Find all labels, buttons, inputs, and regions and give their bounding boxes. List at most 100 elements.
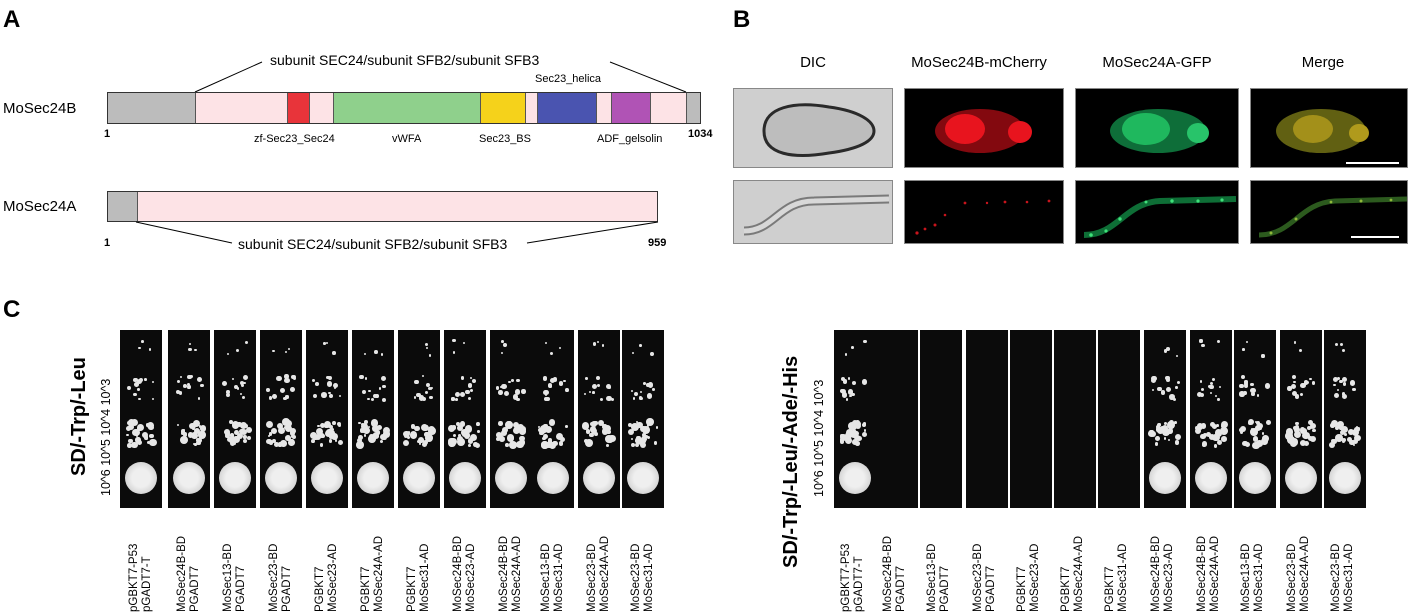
colony-spot (239, 380, 244, 385)
colony-spot (1261, 432, 1265, 435)
bd-construct-label: PGBKT7 (360, 566, 372, 612)
colony-spot (188, 342, 191, 345)
colony-spot (199, 425, 207, 432)
ad-construct-label: MoSec23-AD (1029, 543, 1041, 612)
colony-spot (376, 424, 383, 430)
colony-spot (328, 435, 333, 440)
colony-spot (137, 387, 141, 391)
colony-spot (383, 430, 391, 438)
colony-spot (242, 375, 249, 381)
colony-spot (1216, 424, 1220, 427)
colony-spot (499, 436, 505, 442)
colony-spot (1174, 440, 1180, 445)
ad-construct-label: MoSec31-AD (1253, 543, 1265, 612)
colony-spot (333, 387, 337, 390)
colony-spot (851, 392, 855, 396)
colony-spot (597, 419, 604, 426)
colony-spot (852, 380, 857, 385)
colony-spot (647, 393, 653, 399)
mosec24b-name: MoSec24B (3, 100, 77, 117)
colony-spot (850, 345, 854, 349)
left-plate-dilution-label: 10^6 10^5 10^4 10^3 (99, 378, 113, 496)
colony-spot (452, 351, 456, 354)
colony-spot (126, 385, 132, 391)
bd-construct-label: MoSec13-BD (1240, 543, 1252, 612)
colony-spot (627, 462, 659, 494)
colony-spot (641, 432, 647, 438)
colony-spot (469, 376, 473, 379)
colony-spot (1308, 377, 1312, 381)
colony-spot (630, 443, 635, 448)
colony-spot (1334, 393, 1340, 399)
colony-spot (1294, 427, 1300, 433)
colony-spot (326, 375, 331, 380)
colony-spot (315, 427, 324, 435)
colony-spot (425, 390, 429, 394)
colony-spot (226, 392, 231, 397)
colony-spot (501, 430, 507, 436)
colony-spot (504, 429, 508, 432)
colony-spot (128, 438, 133, 444)
colony-spot (627, 428, 635, 436)
colony-spot (338, 440, 344, 446)
colony-spot (197, 397, 201, 400)
colony-spot (855, 421, 861, 428)
colony-spot (195, 438, 199, 443)
colony-spot (655, 426, 659, 429)
colony-spot (453, 433, 457, 438)
colony-spot (368, 435, 376, 443)
colony-spot (244, 340, 249, 345)
colony-spot (503, 343, 507, 347)
colony-spot (403, 439, 410, 446)
colony-spot (1265, 420, 1271, 426)
colony-spot (543, 389, 549, 396)
channel-title-dic: DIC (800, 54, 826, 71)
colony-spot (1164, 421, 1168, 425)
colony-spot (603, 424, 608, 429)
colony-spot (1252, 436, 1258, 442)
bd-construct-label: PGBKT7 (1104, 566, 1116, 612)
colony-spot (1285, 462, 1317, 494)
panel-letter-a: A (3, 6, 21, 33)
colony-spot (1216, 439, 1222, 445)
colony-spot (1167, 428, 1173, 434)
colony-spot (149, 348, 152, 351)
colony-spot (1199, 393, 1205, 398)
micrograph-mcherry-hypha (904, 180, 1064, 244)
colony-spot (241, 396, 245, 400)
colony-spot (1169, 394, 1175, 400)
colony-spot (311, 378, 316, 383)
colony-spot (1239, 427, 1244, 433)
colony-spot (631, 423, 640, 431)
colony-spot (653, 441, 658, 445)
colony-spot (1147, 430, 1155, 437)
colony-spot (503, 390, 509, 396)
right-strip-5 (1010, 330, 1052, 508)
colony-spot (455, 421, 461, 427)
colony-spot (1332, 383, 1336, 387)
colony-spot (418, 441, 422, 445)
colony-spot (284, 426, 287, 430)
colony-spot (413, 395, 417, 399)
colony-spot (243, 381, 246, 385)
colony-spot (1244, 380, 1248, 384)
colony-spot (633, 392, 638, 397)
ad-construct-label: pGADT7-T (853, 556, 865, 612)
colony-spot (1160, 390, 1166, 395)
colony-spot (276, 375, 282, 382)
colony-spot (1342, 348, 1346, 353)
colony-spot (197, 376, 203, 382)
colony-spot (200, 383, 204, 388)
colony-spot (132, 428, 140, 437)
colony-spot (1196, 391, 1202, 397)
colony-spot (1195, 462, 1227, 494)
colony-spot (1351, 428, 1359, 436)
colony-spot (358, 421, 361, 424)
colony-spot (145, 437, 149, 441)
colony-spot (512, 394, 518, 400)
bd-construct-label: MoSec23-BD (268, 543, 280, 612)
colony-spot (1220, 426, 1229, 435)
colony-spot (1311, 381, 1316, 386)
colony-spot (236, 387, 240, 390)
